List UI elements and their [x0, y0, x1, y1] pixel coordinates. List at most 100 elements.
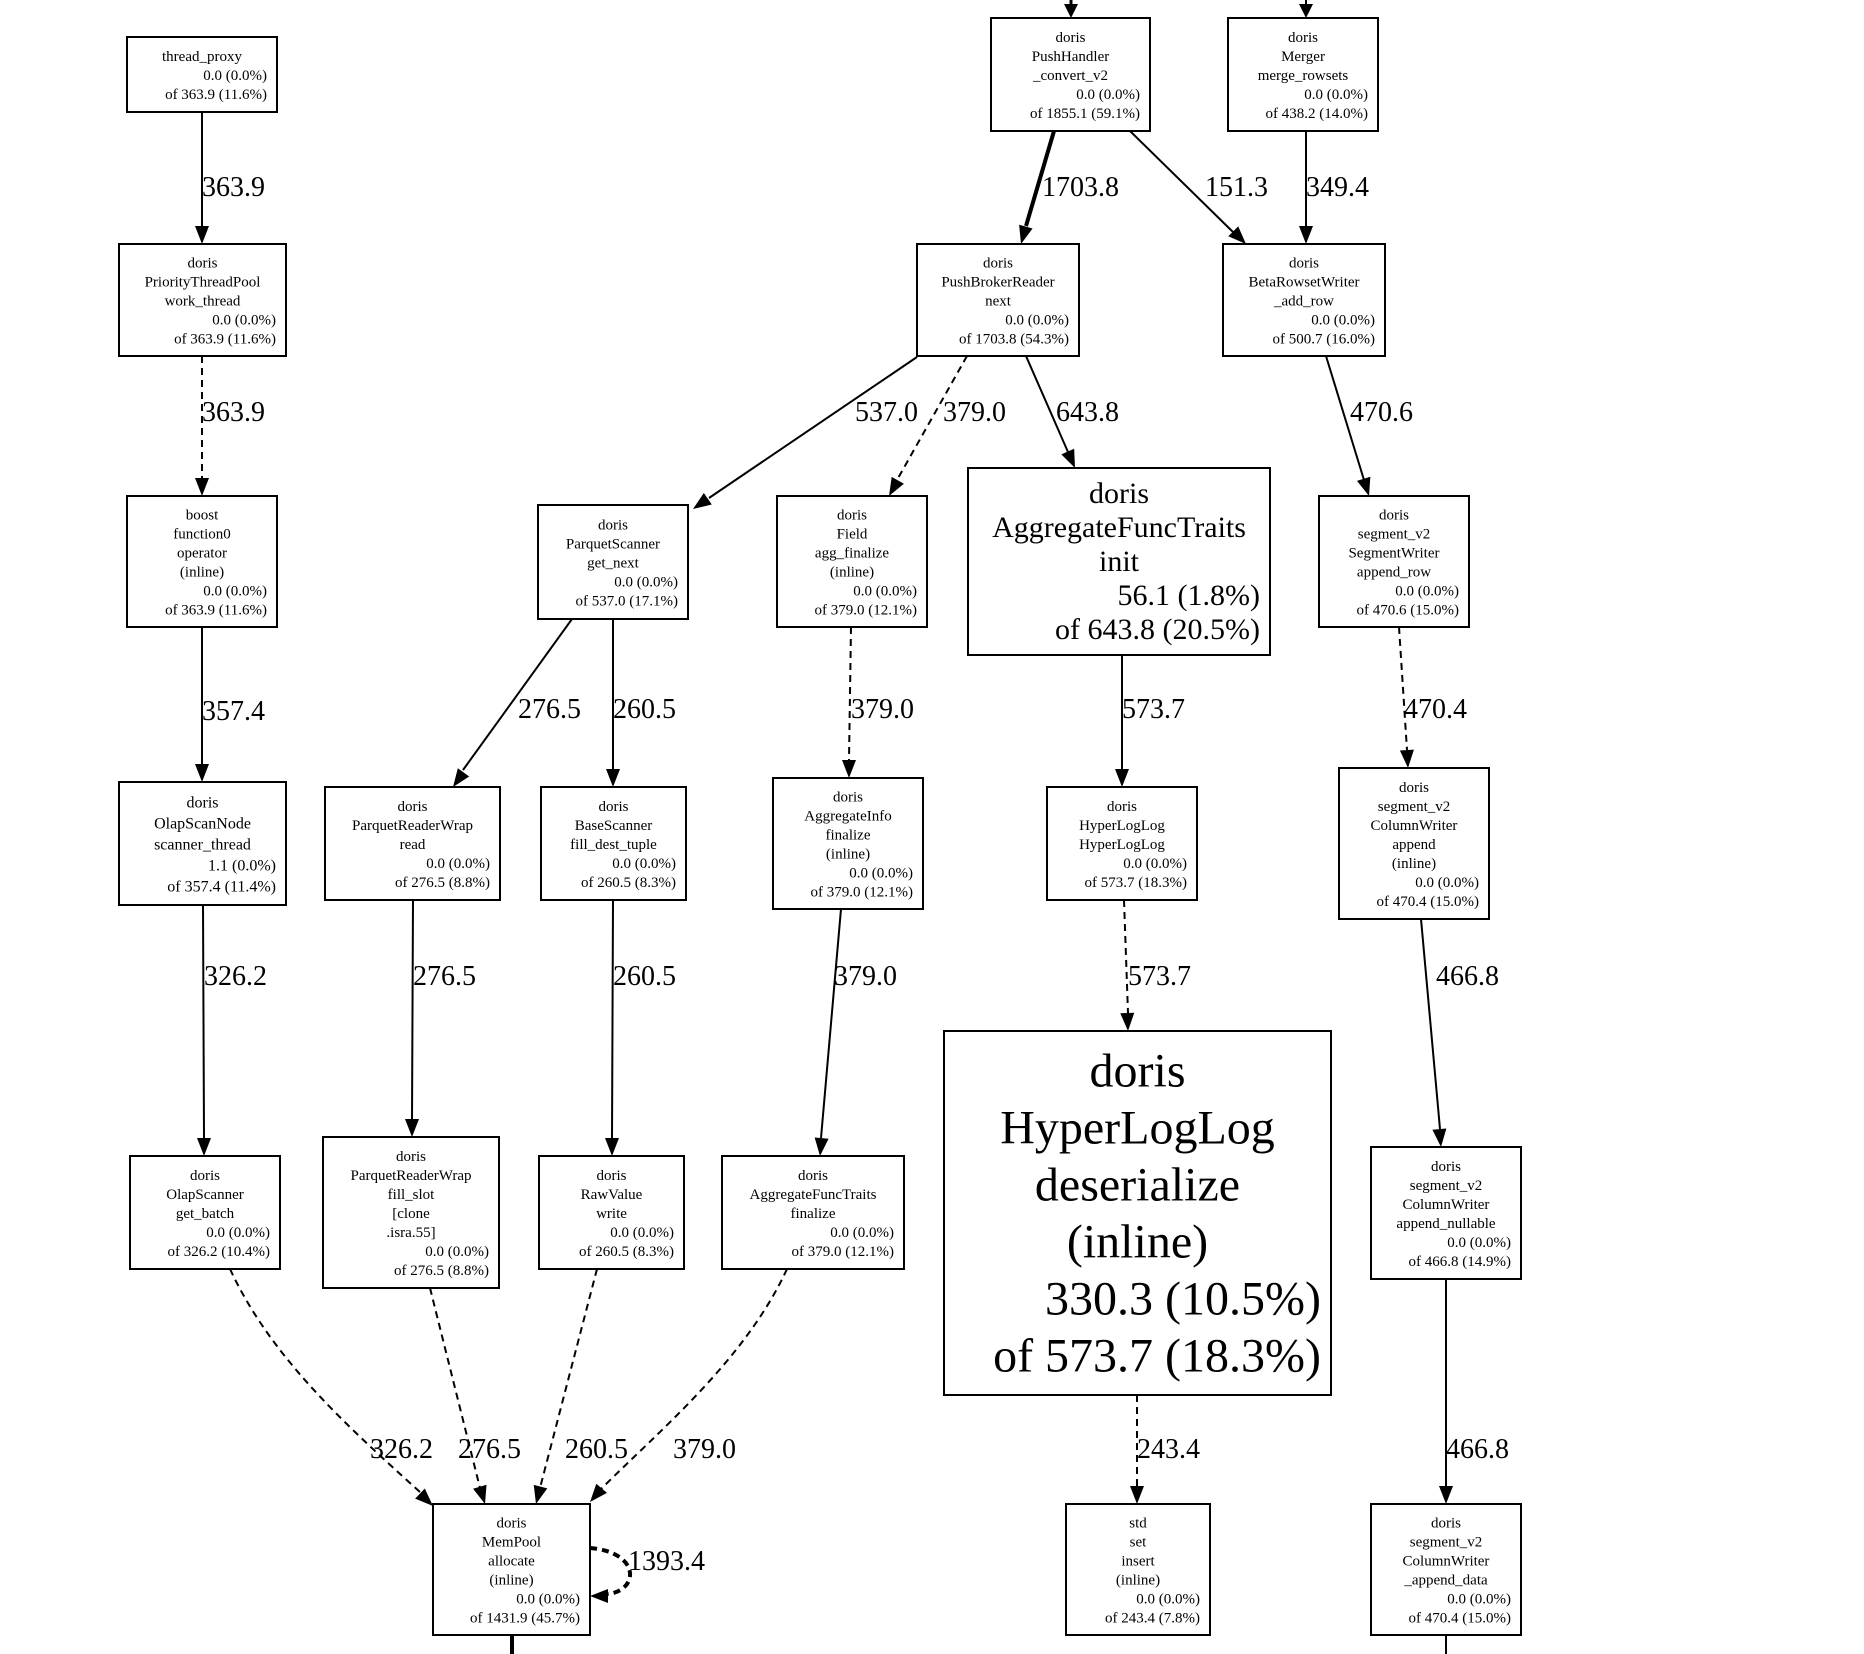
node-stat: 1.1 (0.0%) [208, 857, 276, 874]
node-stat: 0.0 (0.0%) [1447, 1591, 1511, 1607]
node-label: segment_v2 [1410, 1178, 1483, 1194]
edge-line [539, 1268, 598, 1489]
edge-mempool-to-mempool: 1393.4 [589, 1546, 705, 1603]
node-label: Merger [1281, 49, 1325, 65]
node-label: init [1099, 545, 1140, 578]
edge-line [202, 904, 205, 1139]
node-parquetreaderwrap_fill_slot: dorisParquetReaderWrapfill_slot[clone.is… [322, 1136, 500, 1289]
arrow-head [889, 476, 904, 496]
arrow-head [1228, 226, 1246, 244]
node-label: merge_rowsets [1258, 68, 1349, 84]
node-stat: 0.0 (0.0%) [1415, 875, 1479, 891]
node-label: ParquetReaderWrap [352, 818, 473, 834]
node-label: doris [983, 255, 1013, 271]
node-box [537, 504, 689, 620]
node-stat: of 357.4 (11.4%) [167, 878, 276, 895]
node-label: function0 [173, 526, 231, 542]
edge-label: 276.5 [518, 694, 581, 725]
node-box [916, 243, 1080, 357]
edge-hyperloglog_ctor-to-hyperloglog_deserialize: 573.7 [1120, 899, 1191, 1031]
node-label: deserialize [1035, 1158, 1240, 1211]
edge-line [429, 1287, 481, 1489]
node-stat: of 470.6 (15.0%) [1357, 602, 1459, 618]
node-label: (inline) [826, 846, 870, 862]
edge-line [1129, 130, 1234, 233]
arrow-head [1064, 4, 1078, 18]
edge-olapscannode-to-olapscanner: 326.2 [197, 904, 267, 1156]
arrow-head [405, 1119, 419, 1137]
node-box [118, 781, 287, 906]
edge-label: 260.5 [565, 1434, 628, 1465]
edge-field_agg_finalize-to-aggregateinfo: 379.0 [842, 626, 914, 778]
edge-prioritythreadpool-to-boost_function0: 363.9 [195, 356, 265, 496]
node-label: _convert_v2 [1032, 68, 1108, 84]
node-label: scanner_thread [154, 836, 251, 853]
edge-olapscanner-to-mempool: 326.2 [229, 1268, 433, 1506]
arrow-head [606, 769, 620, 787]
node-label: SegmentWriter [1348, 545, 1439, 561]
node-label: doris [190, 1168, 220, 1184]
edge-boost_function0-to-olapscannode: 357.4 [195, 627, 265, 782]
node-stat: 0.0 (0.0%) [1076, 87, 1140, 103]
node-label: doris [1289, 255, 1319, 271]
node-label: segment_v2 [1378, 799, 1451, 815]
node-label: BetaRowsetWriter [1248, 274, 1359, 290]
edge-basescanner-to-rawvalue: 260.5 [605, 899, 676, 1156]
node-label: OlapScanNode [154, 815, 251, 832]
edge-line [411, 899, 414, 1120]
node-label: operator [177, 545, 227, 561]
edge-segmentwriter_append_row-to-columnwriter_append: 470.4 [1398, 626, 1467, 768]
arrow-head [1115, 769, 1129, 787]
node-label: doris [1288, 30, 1318, 46]
node-stat: 0.0 (0.0%) [206, 1225, 270, 1241]
node-label: [clone [392, 1206, 430, 1222]
node-stat: 0.0 (0.0%) [1447, 1235, 1511, 1251]
arrow-head [1061, 448, 1075, 468]
edge-label: 357.4 [202, 696, 265, 727]
edge-label: 363.9 [202, 397, 265, 428]
node-label: segment_v2 [1358, 526, 1431, 542]
node-stat: of 326.2 (10.4%) [168, 1244, 270, 1260]
node-label: doris [833, 789, 863, 805]
arrow-head [473, 1484, 487, 1504]
node-stat: 0.0 (0.0%) [425, 1244, 489, 1260]
node-box [990, 17, 1151, 132]
edge-parquetscanner-to-parquetreaderwrap_read: 276.5 [453, 618, 581, 787]
edge-parquetreaderwrap_read-to-parquetreaderwrap_fill_slot: 276.5 [405, 899, 476, 1137]
arrow-head [1120, 1012, 1135, 1031]
node-stat: of 1431.9 (45.7%) [470, 1610, 580, 1626]
node-label: .isra.55] [386, 1225, 435, 1241]
edge-columnwriter_append_nullable-to-columnwriter_append_data: 466.8 [1439, 1279, 1509, 1504]
arrow-head [533, 1484, 548, 1504]
edge-label: 470.4 [1404, 694, 1467, 725]
node-stat: of 276.5 (8.8%) [395, 875, 490, 891]
node-label: doris [398, 799, 428, 815]
node-box [943, 1030, 1332, 1396]
edge-label: 537.0 [855, 397, 918, 428]
node-label: doris [187, 794, 219, 811]
node-label: AggregateInfo [804, 808, 891, 824]
arrow-head [590, 1589, 608, 1603]
arrow-head [1432, 1128, 1447, 1147]
node-label: PushBrokerReader [941, 274, 1054, 290]
edge-line [1420, 918, 1441, 1130]
node-label: doris [1107, 799, 1137, 815]
node-label: _append_data [1403, 1572, 1488, 1588]
edge-label: 1393.4 [628, 1546, 705, 1577]
node-label: finalize [791, 1206, 836, 1222]
edge-pushbrokerreader-to-field_agg_finalize: 379.0 [889, 355, 1006, 496]
node-label: doris [396, 1149, 426, 1165]
arrow-head [1130, 1486, 1144, 1504]
node-label: thread_proxy [162, 49, 242, 65]
edge-label: 260.5 [613, 694, 676, 725]
node-box [776, 495, 928, 628]
edge-label: 573.7 [1128, 961, 1191, 992]
